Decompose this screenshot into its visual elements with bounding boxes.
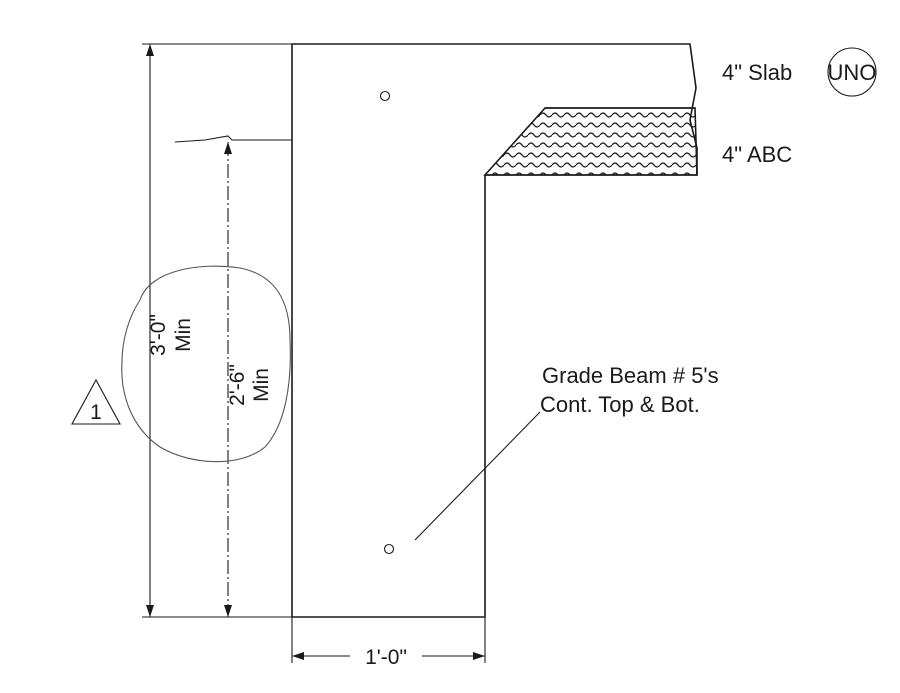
width-label: 1'-0" [365,646,407,669]
embed-depth-note: Min [250,368,273,402]
revision-triangle [71,378,121,425]
grade-beam-label-line1: Grade Beam # 5's [542,363,719,388]
embed-depth-label: 2'-6" [226,364,249,406]
overall-depth-arrow-top [146,44,154,56]
grade-line-mark [174,135,292,143]
overall-depth-arrow-bottom [146,605,154,617]
overall-depth-label: 3'-0" [147,314,170,356]
uno-label: UNO [828,60,877,85]
top-rebar [379,90,391,102]
revision-cloud [121,265,291,463]
grade-beam-leader [414,411,541,541]
grade-beam-label-line2: Cont. Top & Bot. [540,392,700,417]
width-arrow-left [292,652,304,660]
abc-label: 4" ABC [722,142,792,167]
width-arrow-right [473,652,485,660]
embed-depth-arrow-bottom [224,605,232,617]
overall-depth-note: Min [172,318,195,352]
revision-number: 1 [90,401,102,424]
embed-depth-arrow-top [224,142,232,154]
abc-base-course [483,107,698,176]
uno-circle [827,47,877,97]
bottom-rebar [383,543,395,555]
slab-label: 4" Slab [722,60,792,85]
